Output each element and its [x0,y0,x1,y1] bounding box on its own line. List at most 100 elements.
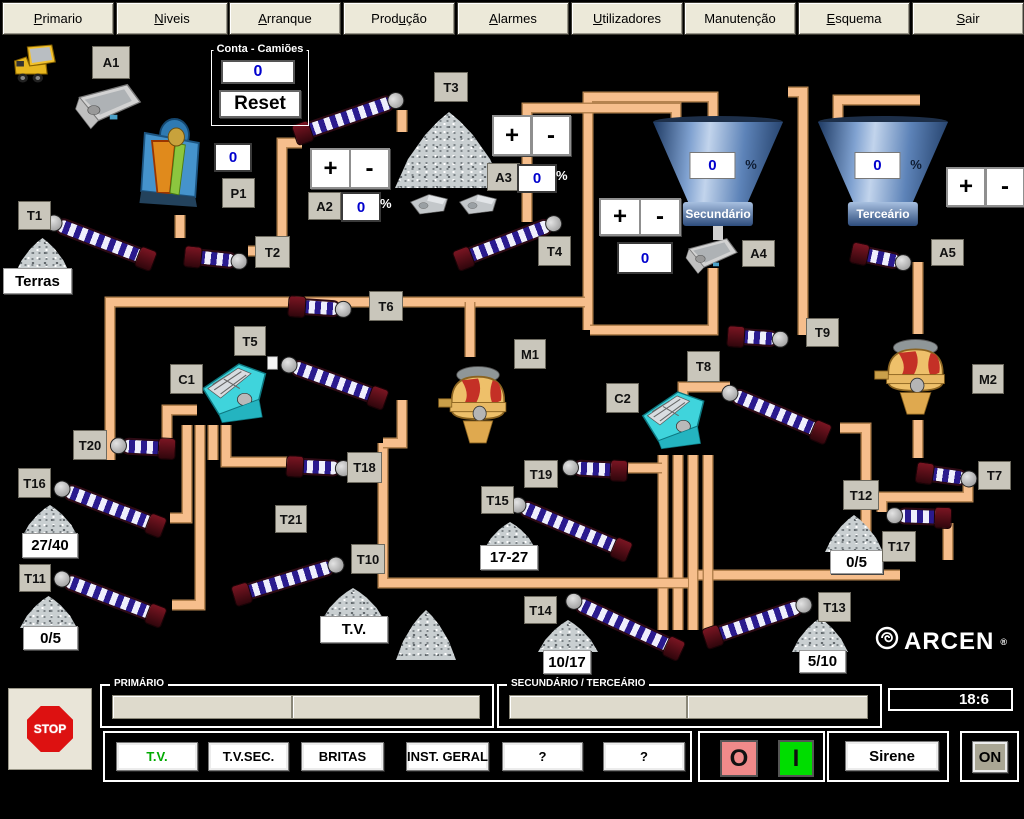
view-button-tv[interactable]: T.V. [116,742,198,771]
percent-sign: % [380,196,392,211]
off-button[interactable]: O [720,740,758,777]
on-button[interactable]: I [778,740,814,777]
view-button-unknown-4[interactable]: ? [502,742,583,771]
decrease-button-secundario[interactable]: - [639,198,681,236]
conveyor-drive [182,245,203,269]
aux-machine-2 [455,190,501,220]
equipment-label-t9: T9 [806,318,839,347]
decrease-button-terceario[interactable]: - [985,167,1024,207]
equipment-label-a3: A3 [487,163,520,191]
truck-counter-value[interactable]: 0 [221,60,295,84]
feeder-a4 [680,235,740,281]
conveyor-drive [285,455,305,478]
sirene-button[interactable]: Sirene [845,741,939,771]
view-button-tvsec[interactable]: T.V.SEC. [208,742,289,771]
secundario-status-group: SECUNDÁRIO / TERCEÁRIO [497,678,882,728]
equipment-label-a2: A2 [308,192,341,220]
equipment-label-t5: T5 [234,326,266,356]
secundario-status-bar-2 [687,695,868,719]
equipment-label-t15: T15 [481,486,514,514]
equipment-label-m1: M1 [514,339,546,369]
stockpile-label: 0/5 [830,550,883,574]
equipment-label-t7: T7 [978,461,1011,490]
stockpile-label: 5/10 [799,650,846,673]
hopper-percent-sign: % [745,157,757,172]
conveyor-drive [726,325,746,349]
primario-status-group: PRIMÁRIO [100,678,494,728]
equipment-label-m2: M2 [972,364,1004,394]
equipment-label-t12: T12 [843,480,879,510]
decrease-button-a3[interactable]: - [531,115,571,156]
conveyor-drive [933,506,953,530]
screen-c2 [635,388,713,454]
equipment-label-t18: T18 [347,452,382,483]
field-secundario-setpoint[interactable]: 0 [617,242,673,274]
increase-button-terceario[interactable]: + [946,167,986,207]
cone-crusher-m2 [873,335,958,425]
stockpile-label: 27/40 [22,533,78,558]
hopper-percent-sign: % [910,157,922,172]
primario-status-bar-1 [112,695,292,719]
equipment-label-a5: A5 [931,239,964,266]
on-indicator-button[interactable]: ON [972,741,1008,773]
equipment-label-t19: T19 [524,460,558,488]
conveyor-drive [157,437,177,461]
cone-crusher-m1 [437,362,519,454]
truck-counter-title: Conta - Camiões [213,43,307,55]
view-button-unknown-5[interactable]: ? [603,742,685,771]
increase-button-a3[interactable]: + [492,115,532,156]
reset-button[interactable]: Reset [219,90,301,118]
increase-button-a2[interactable]: + [310,148,351,189]
decrease-button-a2[interactable]: - [349,148,390,189]
conveyor-t18 [285,454,353,479]
feeder-a1 [68,80,144,138]
equipment-label-t6: T6 [369,291,403,321]
view-button-britas[interactable]: BRITAS [301,742,384,771]
field-a2-percent[interactable]: 0 [341,192,381,222]
percent-sign: % [556,168,568,183]
field-a3-percent[interactable]: 0 [517,164,557,193]
equipment-label-a1: A1 [92,46,130,79]
menu-item-manuteno[interactable]: Manutenção [684,2,796,35]
view-button-instgeral[interactable]: INST. GERAL [406,742,489,771]
equipment-label-p1: P1 [222,178,255,208]
field-p1-setpoint[interactable]: 0 [214,143,252,172]
arcen-logo-icon [875,626,899,657]
arcen-logo: ARCEN ® [875,626,1009,657]
equipment-label-c1: C1 [170,364,203,394]
arcen-logo-reg: ® [1000,636,1008,647]
aux-machine-1 [406,190,452,220]
equipment-label-t21: T21 [275,505,307,533]
sirene-panel: Sirene [827,731,949,782]
stockpile-label: 10/17 [543,650,591,674]
hopper-level-value[interactable]: 0 [689,152,736,179]
truck-counter-group: Conta - Camiões 0 Reset [211,43,309,126]
dump-truck [10,42,68,92]
hopper-level-value[interactable]: 0 [854,152,901,179]
equipment-label-t14: T14 [524,596,557,624]
on-indicator-panel: ON [960,731,1019,782]
equipment-label-t2: T2 [255,236,290,268]
stockpile-label: 0/5 [23,626,78,650]
equipment-label-t4: T4 [538,236,571,266]
arcen-logo-text: ARCEN [904,627,995,655]
primario-status-label: PRIMÁRIO [110,678,168,689]
increase-button-secundario[interactable]: + [599,198,641,236]
equipment-label-t13: T13 [818,592,851,622]
conveyor-t17 [885,504,953,530]
equipment-label-c2: C2 [606,383,639,413]
equipment-label-t17: T17 [882,531,916,562]
stockpile-label: Terras [3,268,72,294]
screen-c1 [195,360,275,428]
stop-button[interactable]: STOP [27,706,73,752]
